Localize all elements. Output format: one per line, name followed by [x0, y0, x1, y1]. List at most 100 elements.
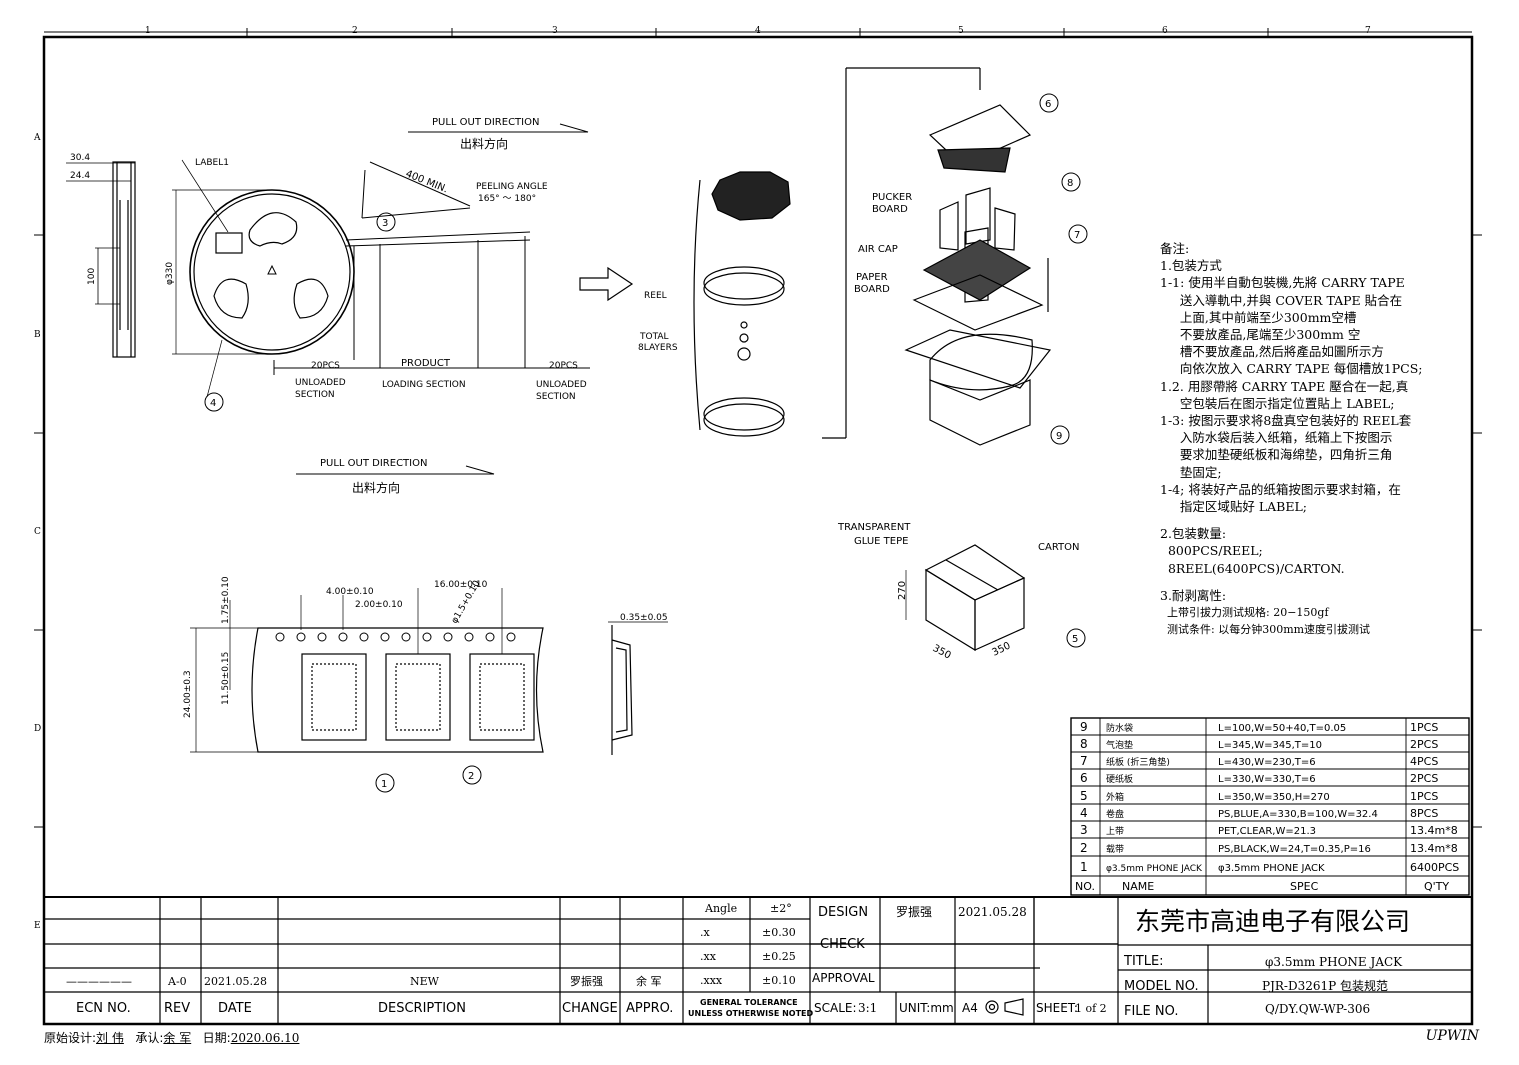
- note-line: 不要放產品,尾端至少300mm 空: [1160, 327, 1361, 343]
- left-label-1: UNLOADED: [295, 378, 346, 388]
- sheet-label: SHEET:: [1036, 1001, 1078, 1015]
- balloon-2: 2: [468, 771, 474, 782]
- bom-cell-spec: L=430,W=230,T=6: [1218, 757, 1316, 768]
- dim-4-00: 4.00±0.10: [326, 587, 374, 597]
- scale-label: SCALE:: [814, 1001, 857, 1015]
- bom-cell-qty: 1PCS: [1410, 721, 1438, 734]
- hdr-ecn: ECN NO.: [76, 1001, 131, 1016]
- zone-col-2: 2: [352, 26, 358, 36]
- carrier-tape: [190, 588, 544, 753]
- bom-cell-no: 5: [1080, 789, 1088, 803]
- bom-cell-qty: 6400PCS: [1410, 861, 1459, 874]
- bom-cell-spec: PS,BLACK,W=24,T=0.35,P=16: [1218, 844, 1371, 855]
- pull-out-top: PULL OUT DIRECTION 出料方向: [408, 117, 589, 151]
- note-line: 1.2. 用膠帶將 CARRY TAPE 壓合在一起,真: [1160, 378, 1409, 394]
- orig-value: 刘 伟: [96, 1031, 124, 1045]
- dim-11-50: 11.50±0.15: [221, 652, 231, 705]
- bom-cell-spec: L=345,W=345,T=10: [1218, 740, 1322, 751]
- bom-cell-no: 7: [1080, 754, 1088, 768]
- bom-cell-no: 9: [1080, 720, 1088, 734]
- paper-1: PAPER: [856, 272, 888, 283]
- sheet-border: [42, 35, 1474, 1026]
- bom-cell-spec: φ3.5mm PHONE JACK: [1218, 863, 1325, 874]
- rev-date: 2021.05.28: [204, 975, 267, 988]
- bom-cell-spec: PS,BLUE,A=330,B=100,W=32.4: [1218, 809, 1378, 820]
- scale-value: 3:1: [858, 1001, 877, 1015]
- mid-label-2: LOADING SECTION: [382, 380, 466, 390]
- design-date: 2021.05.28: [958, 905, 1027, 919]
- notes-small-2: 测试条件: 以每分钟300mm速度引拔测试: [1160, 623, 1371, 637]
- bom-cell-no: 8: [1080, 737, 1088, 751]
- zone-row-a: A: [33, 133, 41, 143]
- bom-cell-name: 载带: [1106, 843, 1124, 855]
- rev-appro: 余 军: [636, 974, 662, 988]
- rev-ecn: ——————: [66, 975, 132, 988]
- zone-ticks: [34, 28, 1482, 828]
- bom-cell-qty: 13.4m*8: [1410, 824, 1458, 837]
- pull-out-label-2: PULL OUT DIRECTION: [320, 458, 427, 469]
- title-block-grid: [44, 896, 1472, 1024]
- zone-col-4: 4: [755, 26, 761, 36]
- carton-label: CARTON: [1038, 542, 1080, 553]
- note-line: 2.包装數量:: [1160, 526, 1227, 542]
- design-label: DESIGN: [818, 905, 868, 920]
- bom-header-no: NO.: [1075, 880, 1095, 893]
- bom-cell-no: 1: [1080, 860, 1088, 874]
- dim-100: 100: [87, 268, 97, 285]
- balloon-7: 7: [1074, 230, 1080, 241]
- bom-cell-qty: 1PCS: [1410, 790, 1438, 803]
- tol-xx-v: ±0.25: [762, 950, 796, 963]
- hdr-appro: APPRO.: [626, 1001, 673, 1016]
- rev-change: 罗振强: [570, 974, 603, 988]
- left-label-2: SECTION: [295, 390, 335, 400]
- designer-name: 罗振强: [896, 905, 932, 919]
- note-line: 800PCS/REEL;: [1160, 543, 1263, 559]
- corner-mark: UPWIN: [1425, 1028, 1479, 1044]
- note-line: 3.耐剥离性:: [1160, 587, 1227, 603]
- zone-col-7: 7: [1365, 26, 1371, 36]
- notes-small-1: 上带引拔力测试规格: 20−150gf: [1160, 606, 1329, 620]
- bom-cell-spec: PET,CLEAR,W=21.3: [1218, 826, 1316, 837]
- model-label: MODEL NO.: [1124, 979, 1199, 994]
- paper-2: BOARD: [854, 284, 890, 295]
- note-line: 指定区域贴好 LABEL;: [1160, 499, 1307, 515]
- transparent-2: GLUE TEPE: [854, 536, 908, 547]
- right-count: 20PCS: [549, 361, 578, 371]
- total-label-1: TOTAL: [639, 332, 669, 342]
- note-line: 垫固定;: [1160, 464, 1222, 480]
- reel-front-view: [172, 159, 355, 398]
- tol-xxx: .xxx: [700, 974, 723, 987]
- tol-angle: Angle: [704, 902, 737, 915]
- reel-label: REEL: [644, 291, 667, 301]
- pull-out-label: PULL OUT DIRECTION: [432, 117, 539, 128]
- bom-cell-spec: L=330,W=330,T=6: [1218, 774, 1316, 785]
- note-line: 入防水袋后装入纸箱，纸箱上下按图示: [1160, 430, 1393, 446]
- note-line: 上面,其中前端至少300mm空槽: [1160, 309, 1357, 325]
- tape-strip: [273, 161, 590, 375]
- gen-tol-1: GENERAL TOLERANCE: [700, 998, 798, 1007]
- dim-270: 270: [897, 581, 908, 600]
- left-count: 20PCS: [311, 361, 340, 371]
- note-line: 槽不要放產品,然后將產品如圖所示方: [1160, 344, 1384, 360]
- tape-side-view: [608, 621, 668, 755]
- note-line: 送入導軌中,并與 COVER TAPE 貼合在: [1160, 292, 1403, 308]
- bom-cell-qty: 8PCS: [1410, 807, 1438, 820]
- hdr-desc: DESCRIPTION: [378, 1001, 466, 1016]
- bom-cell-spec: L=100,W=50+40,T=0.05: [1218, 723, 1346, 734]
- balloon-6: 6: [1045, 99, 1051, 110]
- note-line: 1.包装方式: [1160, 258, 1222, 274]
- mid-label-1: PRODUCT: [401, 358, 451, 369]
- bom-cell-name: 外箱: [1106, 791, 1124, 803]
- zone-col-1: 1: [145, 26, 151, 36]
- projection-symbol-icon: [985, 998, 1024, 1016]
- note-line: 要求加垫硬纸板和海绵垫，四角折三角: [1160, 447, 1393, 463]
- pull-out-mid: PULL OUT DIRECTION 出料方向: [296, 458, 495, 495]
- title-label: TITLE:: [1123, 954, 1164, 969]
- transparent-1: TRANSPARENT: [837, 522, 911, 533]
- total-label-2: 8LAYERS: [638, 343, 678, 353]
- dim-2-00: 2.00±0.10: [355, 600, 403, 610]
- bom-cell-no: 3: [1080, 823, 1088, 837]
